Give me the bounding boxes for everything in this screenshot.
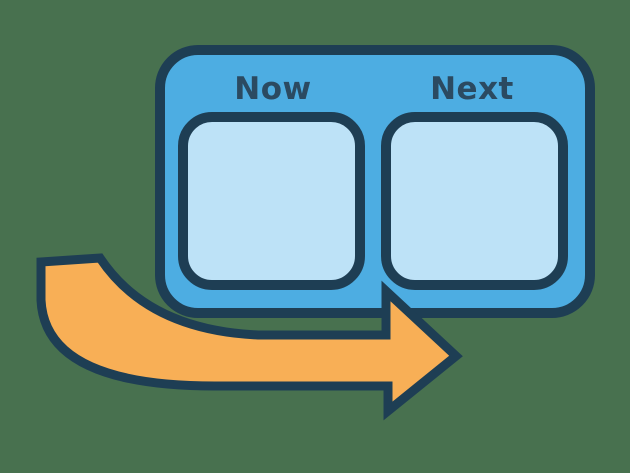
now-label: Now <box>234 71 311 107</box>
now-panel <box>178 112 365 290</box>
now-next-board: Now Next <box>155 45 595 318</box>
forward-arrow-icon <box>36 253 463 421</box>
next-label: Next <box>430 71 514 107</box>
next-panel <box>381 112 568 290</box>
